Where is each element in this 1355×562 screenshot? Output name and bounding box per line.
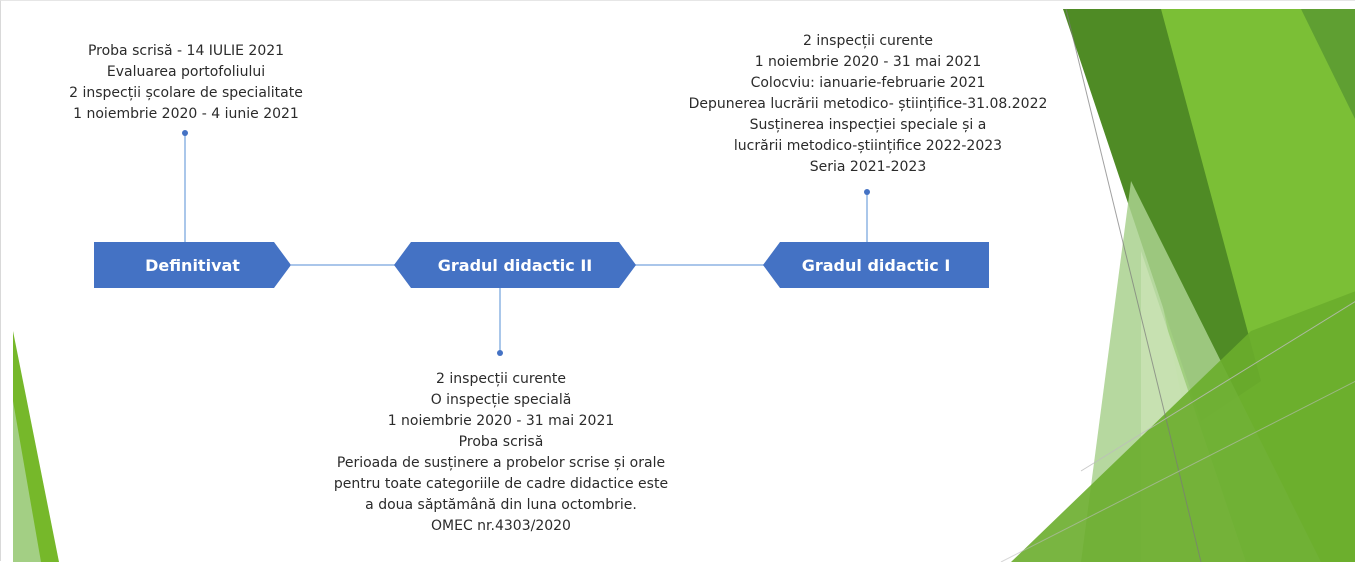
green-facet-right-shade [1063,9,1261,421]
note-line: 1 noiembrie 2020 - 4 iunie 2021 [73,106,299,122]
note-line: 1 noiembrie 2020 - 31 mai 2021 [387,413,615,429]
note-line: Proba scrisă - 14 IULIE 2021 [87,43,285,59]
note-line: Seria 2021-2023 [809,159,927,175]
node-definitivat-label: Definitivat [145,255,240,275]
note-line: 1 noiembrie 2020 - 31 mai 2021 [754,54,982,70]
note-line: OMEC nr.4303/2020 [431,518,571,534]
note-line: Perioada de susținere a probelor scrise … [336,455,666,471]
thin-line-3 [1000,380,1355,562]
note-line: Evaluarea portofoliului [106,64,266,80]
note-line: O inspecție specială [430,392,572,408]
note-line: Susținerea inspecției speciale și a [749,117,987,133]
node-definitivat: Definitivat [94,242,291,288]
note-line: 2 inspecții curente [436,371,566,387]
node-grad1-label: Gradul didactic I [801,255,951,275]
node-gradul-didactic-ii: Gradul didactic II [394,242,636,288]
note-gradul-didactic-i: 2 inspecții curente 1 noiembrie 2020 - 3… [637,31,1099,178]
note-line: Depunerea lucrării metodico- științifice… [688,96,1048,112]
pin-dot-grad1 [864,189,870,195]
note-line: 2 inspecții școlare de specialitate [69,85,303,101]
thin-line-1 [1065,8,1202,562]
note-line: Colocviu: ianuarie-februarie 2021 [750,75,986,91]
pin-dot-definitivat [182,130,188,136]
note-line: pentru toate categoriile de cadre didact… [333,476,669,492]
note-line: a doua săptămână din luna octombrie. [365,497,637,513]
note-line: Proba scrisă [458,434,544,450]
node-grad2-label: Gradul didactic II [437,255,593,275]
note-gradul-didactic-ii: 2 inspecții curente O inspecție specială… [276,369,726,537]
thin-line-2 [1080,301,1355,472]
pin-dot-grad2 [497,350,503,356]
node-gradul-didactic-i: Gradul didactic I [763,242,989,288]
note-line: 2 inspecții curente [803,33,933,49]
note-definitivat: Proba scrisă - 14 IULIE 2021 Evaluarea p… [61,41,311,125]
green-facet-left-light [13,401,41,562]
green-facet-right-bottom [1011,291,1355,562]
note-line: lucrării metodico-științifice 2022-2023 [733,138,1003,154]
